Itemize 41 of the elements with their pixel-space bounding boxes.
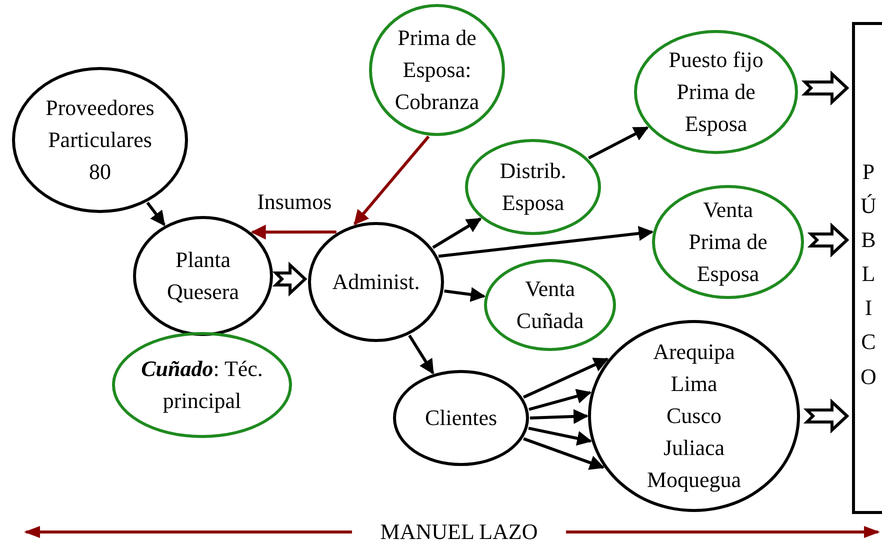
node-label: Administ. bbox=[331, 268, 421, 296]
node-label: Distrib. Esposa bbox=[498, 157, 568, 217]
ellipse-node bbox=[369, 4, 505, 136]
arrow bbox=[528, 426, 592, 446]
ellipse-node bbox=[393, 370, 529, 466]
ellipse-node bbox=[588, 320, 800, 512]
node-label: Prima de Esposa: Cobranza bbox=[394, 24, 480, 116]
ellipse-node bbox=[465, 139, 601, 235]
vertical-label: PÚBLICO bbox=[860, 158, 877, 391]
ellipse-node bbox=[133, 216, 273, 336]
arrow bbox=[444, 287, 486, 302]
ellipse-node bbox=[652, 185, 804, 299]
node-label: Planta Quesera bbox=[166, 246, 240, 306]
node-label: Clientes bbox=[424, 404, 498, 432]
arrow bbox=[530, 408, 588, 424]
arrow bbox=[522, 358, 609, 399]
ellipse-node bbox=[112, 332, 292, 438]
block-arrow bbox=[801, 70, 850, 106]
arrow bbox=[250, 224, 336, 240]
ellipse-node bbox=[634, 30, 798, 154]
node-label: Proveedores Particulares 80 bbox=[44, 94, 156, 186]
arrow bbox=[432, 218, 482, 249]
node-label: Arequipa Lima Cusco Juliaca Moquegua bbox=[646, 338, 742, 494]
arrow bbox=[528, 388, 592, 411]
arrow bbox=[146, 202, 166, 226]
node-label: Cuñado: Téc. principal bbox=[140, 355, 264, 415]
arrow bbox=[354, 136, 430, 226]
arrow bbox=[588, 126, 649, 160]
block-arrow bbox=[807, 222, 850, 258]
ellipse-node bbox=[12, 67, 188, 213]
block-arrow bbox=[272, 262, 308, 296]
block-arrow bbox=[803, 398, 850, 434]
arrow bbox=[523, 437, 605, 470]
arrow bbox=[408, 334, 434, 374]
bracket-box bbox=[852, 22, 882, 514]
node-label: Venta Cuñada bbox=[515, 275, 585, 335]
node-label: Venta Prima de Esposa bbox=[688, 196, 768, 288]
ellipse-node bbox=[484, 259, 616, 351]
ellipse-node bbox=[308, 222, 444, 342]
arrow bbox=[438, 226, 654, 258]
node-label: Puesto fijo Prima de Esposa bbox=[668, 46, 764, 138]
